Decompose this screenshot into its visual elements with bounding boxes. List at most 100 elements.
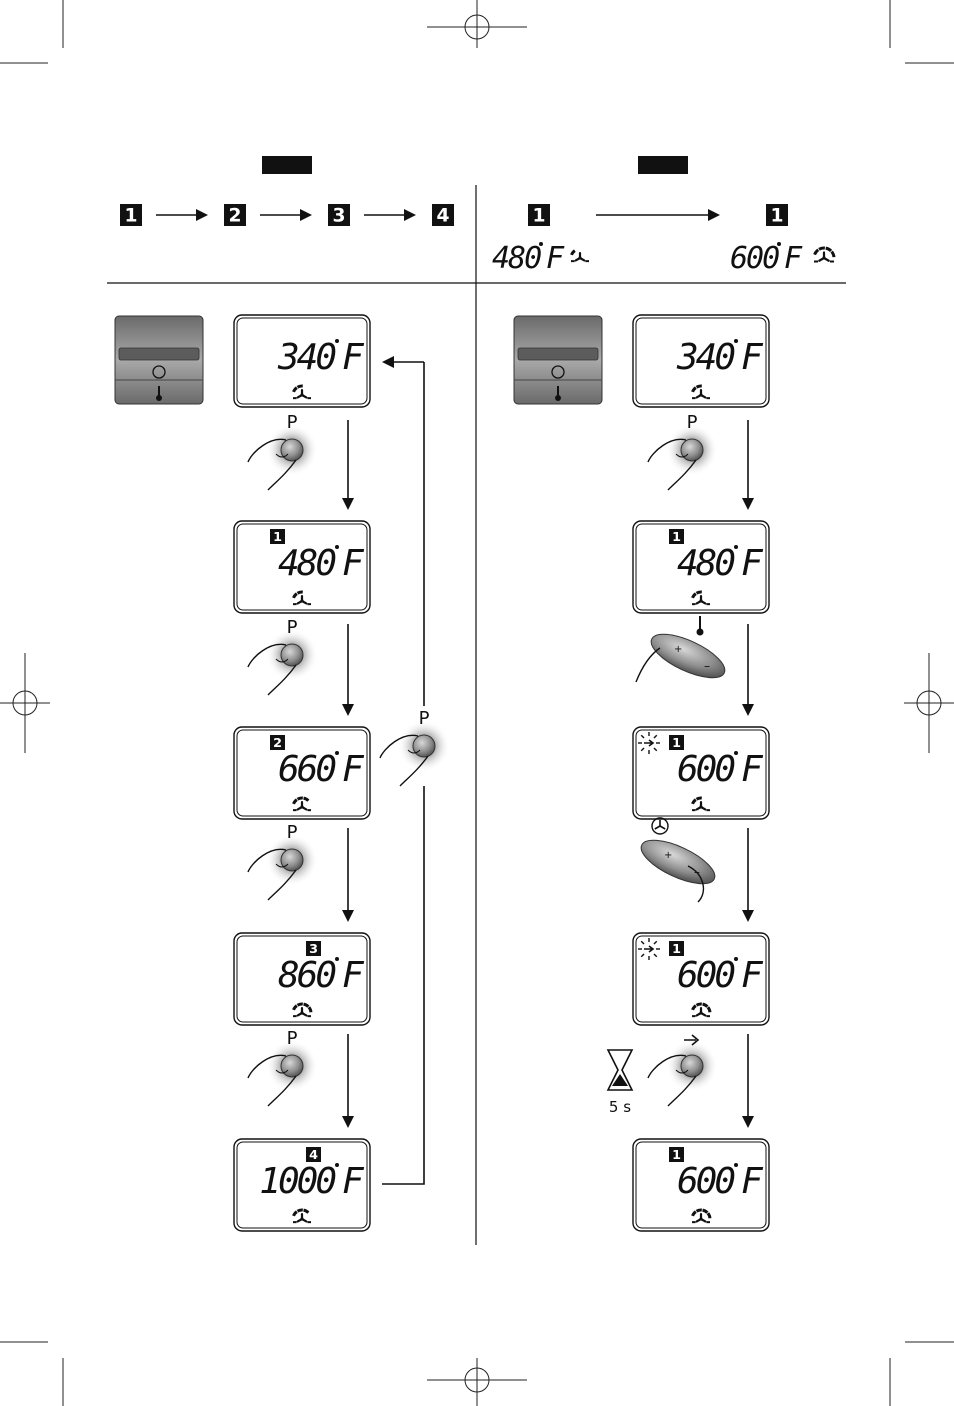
loop-press-p-button: P [380,708,450,786]
header-to-unit: F [784,241,803,276]
fan-level-arc [298,592,303,593]
fan-level-arc [819,248,825,249]
lcd-temperature: 660 [278,749,335,790]
lcd-unit: F [741,1161,764,1202]
step-badge-number: 4 [436,206,449,227]
blink-indicator-icon [638,732,660,754]
fan-level-arc [826,248,831,251]
button-label: P [687,412,698,433]
degree-symbol [734,545,738,549]
step-badge-number: 1 [532,206,545,227]
lcd-unit: F [741,955,764,996]
timer-label: 5 s [609,1098,631,1116]
lcd-temperature: 600 [677,955,734,996]
press-p-button: P [248,1028,318,1106]
fan-level-arc [697,592,702,593]
step-badge-number: 1 [124,206,137,227]
thermometer-bulb [697,629,704,636]
degree-symbol [335,1163,339,1167]
header-tab-left [262,156,312,174]
fan-hub [699,393,702,396]
temperature-rocker-press: +– [636,616,731,686]
fan-level-arc [298,386,303,387]
header-step-badge: 4 [432,204,454,227]
header-step-badge: 1 [120,204,142,227]
rocker-plus: + [664,850,672,861]
fan-hub [578,256,581,259]
rocker-button [635,832,720,893]
lcd-temperature: 340 [277,337,335,378]
fan-hub [300,805,303,808]
lcd-unit: F [342,749,365,790]
panel-thermometer-bulb [555,395,561,401]
degree-symbol [335,339,339,343]
lcd-unit: F [342,1161,365,1202]
header-step-badge: 2 [224,204,246,227]
press-p-button: P [248,822,318,900]
lcd-temperature: 480 [278,543,335,584]
lcd-display: 1480F [633,521,769,613]
degree-symbol [734,1163,738,1167]
lcd-temperature: 600 [677,1161,734,1202]
fan-level-arc [298,1210,303,1211]
fan-level-arc [815,250,819,255]
control-panel-image [115,316,203,404]
degree-symbol [335,751,339,755]
round-button [281,439,303,461]
step-badge-number: 1 [770,206,783,227]
panel-slot [518,348,598,360]
fan-level-arc [697,1210,702,1211]
lcd-unit: F [741,337,764,378]
fan-blade [660,826,665,829]
fan-hub [699,805,702,808]
round-button [681,1055,703,1077]
lcd-unit: F [342,955,365,996]
fan-hub [300,1011,303,1014]
fan-hub [300,599,303,602]
degree-symbol [777,242,781,246]
degree-symbol [734,751,738,755]
round-button [281,644,303,666]
rocker-minus: – [704,659,710,673]
lcd-unit: F [741,543,764,584]
hourglass-timer: 5 s [608,1050,632,1116]
blink-indicator-icon [638,938,660,960]
header-from-fan-icon [571,251,589,262]
step-badge-number: 2 [228,206,241,227]
button-label: P [287,617,298,638]
button-label: P [419,708,430,729]
fan-hub [822,256,825,259]
fan-icon [652,818,668,834]
round-button [281,849,303,871]
header-to-fan-icon [814,248,834,261]
fan-level-arc [697,386,702,387]
control-panel-image [514,316,602,404]
press-p-button: P [248,617,318,695]
thermometer-icon [697,616,704,636]
panel-slot [119,348,199,360]
fan-hub [300,1217,303,1220]
lcd-unit: F [342,543,365,584]
degree-symbol [734,339,738,343]
rocker-plus: + [674,644,682,655]
round-button [281,1055,303,1077]
lcd-display: 340F [234,315,370,407]
degree-symbol [335,957,339,961]
button-label: P [287,822,298,843]
header-to-temp: 600 [730,241,779,276]
lcd-temperature: 340 [676,337,734,378]
fan-hub [699,1217,702,1220]
press-confirm-button [648,1035,718,1106]
lcd-unit: F [342,337,365,378]
button-label: P [287,1028,298,1049]
round-button [413,735,435,757]
